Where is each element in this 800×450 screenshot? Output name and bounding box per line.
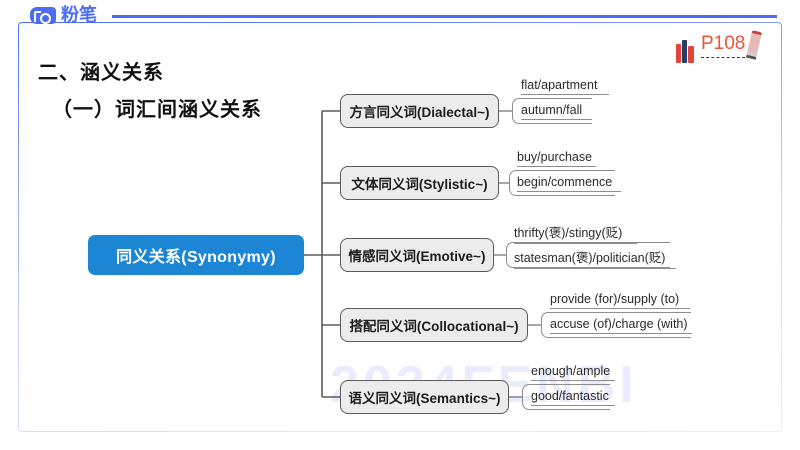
- leaf-group-stylistic: [509, 170, 615, 196]
- brand-logo: 粉笔: [30, 6, 97, 24]
- page-subtitle: （一）词汇间涵义关系: [52, 99, 262, 121]
- leaf-emotive-2: statesman(褒)/politician(贬): [514, 247, 676, 269]
- branch-node-stylistic[interactable]: 文体同义词(Stylistic~): [340, 166, 499, 200]
- leaf-group-dialectal: [512, 98, 592, 124]
- leaf-group-collocational: [541, 312, 691, 338]
- header-divider: [112, 15, 777, 18]
- brand-name: 粉笔: [61, 5, 97, 25]
- branch-node-emotive[interactable]: 情感同义词(Emotive~): [340, 238, 494, 272]
- slide-frame: [18, 22, 782, 432]
- page-title: 二、涵义关系: [38, 62, 164, 84]
- leaf-semantics-1: enough/ample: [531, 364, 615, 381]
- mindmap-root-node[interactable]: 同义关系(Synonymy): [88, 235, 304, 275]
- page-reference-badge: P108: [676, 30, 763, 63]
- leaf-stylistic-1: buy/purchase: [517, 150, 596, 167]
- leaf-dialectal-2: autumn/fall: [521, 103, 592, 120]
- branch-node-dialectal[interactable]: 方言同义词(Dialectal~): [340, 94, 499, 128]
- page-number-label: P108: [701, 33, 746, 58]
- fb-logo-icon: [30, 6, 56, 24]
- leaf-semantics-2: good/fantastic: [531, 389, 615, 406]
- leaf-collocational-2: accuse (of)/charge (with): [550, 317, 692, 334]
- leaf-group-semantics: [522, 384, 610, 410]
- leaf-collocational-1: provide (for)/supply (to): [550, 292, 690, 309]
- leaf-dialectal-1: flat/apartment: [521, 78, 609, 95]
- leaf-emotive-1: thrifty(褒)/stingy(贬): [514, 222, 637, 244]
- leaf-stylistic-2: begin/commence: [517, 175, 621, 192]
- branch-node-semantics[interactable]: 语义同义词(Semantics~): [340, 380, 509, 414]
- branch-node-collocational[interactable]: 搭配同义词(Collocational~): [340, 308, 528, 342]
- books-icon: [676, 37, 698, 63]
- leaf-group-emotive: [506, 242, 670, 268]
